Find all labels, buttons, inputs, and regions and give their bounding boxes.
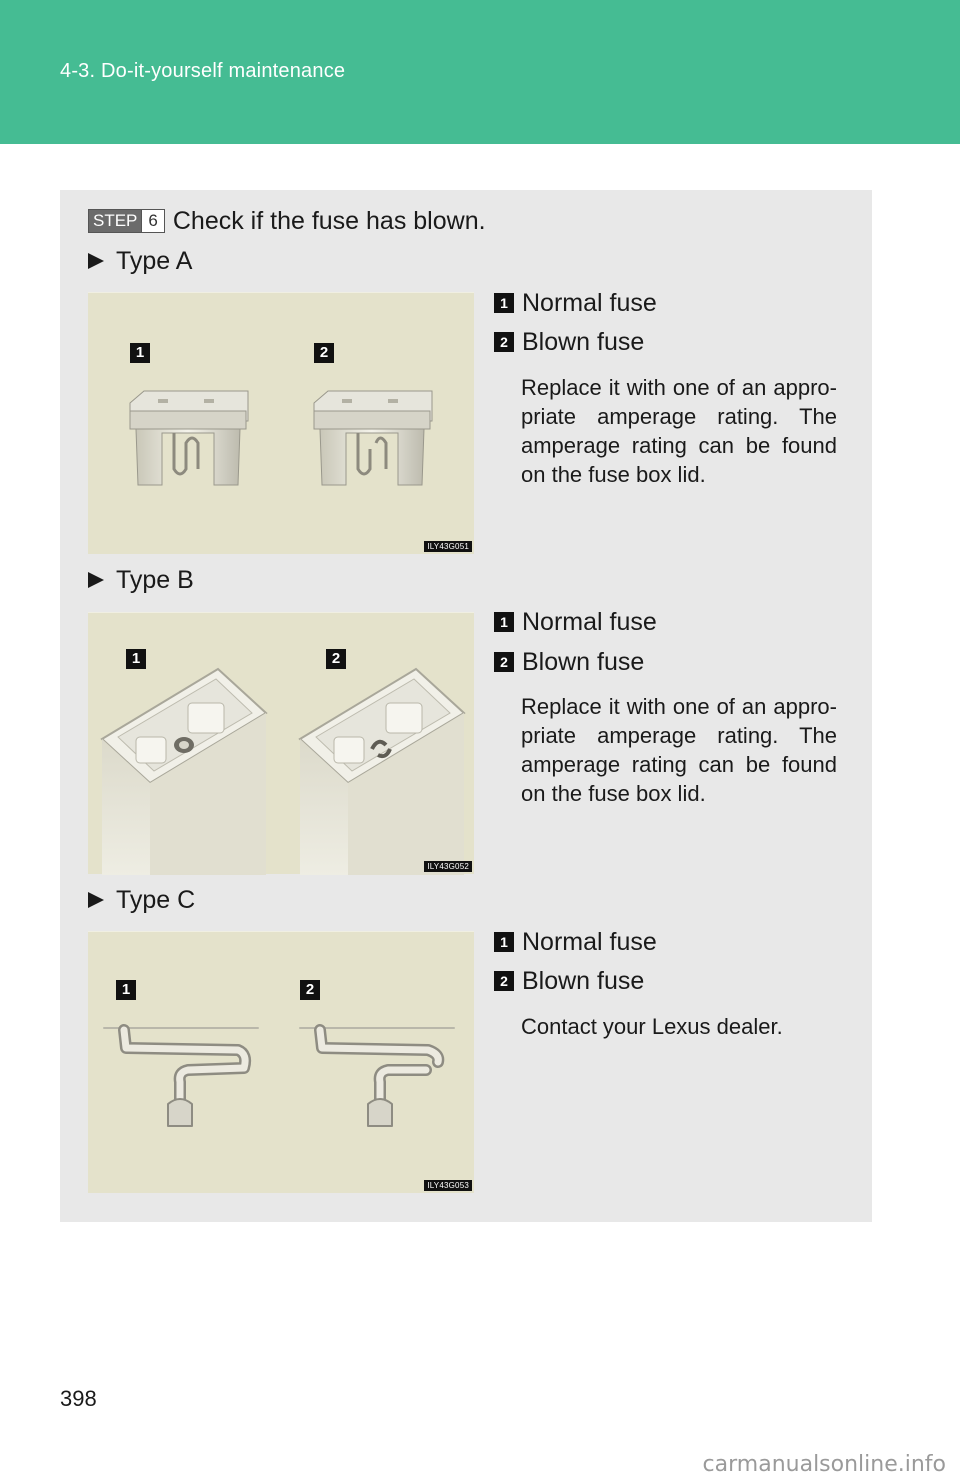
triangle-bullet-icon: [88, 572, 104, 588]
legend-blown-fuse: 2 Blown fuse: [494, 327, 644, 357]
type-a-figure: 1 2 ILY43G051: [88, 292, 474, 554]
type-a-heading: Type A: [88, 244, 192, 278]
legend-text: Normal fuse: [522, 288, 657, 317]
type-c-description: Contact your Lexus dealer.: [521, 1014, 783, 1039]
legend-blown-fuse: 2 Blown fuse: [494, 966, 644, 996]
figure-code: ILY43G052: [424, 861, 472, 872]
legend-number: 2: [494, 971, 514, 991]
cartridge-fuse-illustration: [100, 667, 466, 875]
step-heading: STEP 6 Check if the fuse has blown.: [88, 204, 486, 238]
normal-fuse-drawing: [129, 390, 249, 486]
legend-number: 1: [494, 932, 514, 952]
legend-number: 1: [494, 293, 514, 313]
watermark: carmanualsonline.info: [702, 1452, 946, 1477]
type-a-description: Replace it with one of an appro-priate a…: [521, 375, 837, 487]
legend-number: 2: [494, 652, 514, 672]
legend-text: Blown fuse: [522, 327, 645, 356]
type-b-heading: Type B: [88, 563, 194, 597]
legend-normal-fuse: 1 Normal fuse: [494, 288, 657, 318]
triangle-bullet-icon: [88, 253, 104, 269]
normal-fuse-drawing: [100, 667, 268, 875]
figure-code: ILY43G053: [424, 1180, 472, 1191]
legend-blown-fuse: 2 Blown fuse: [494, 647, 644, 677]
legend-text: Normal fuse: [522, 927, 657, 956]
section-title: 4-3. Do-it-yourself maintenance: [60, 60, 346, 82]
step-badge: STEP 6: [88, 209, 165, 233]
blown-fuse-drawing: [299, 1024, 455, 1127]
legend-text: Normal fuse: [522, 607, 657, 636]
blown-fuse-drawing: [298, 667, 466, 875]
type-c-heading: Type C: [88, 883, 195, 917]
type-c-figure: 1 2 ILY43G053: [88, 931, 474, 1193]
link-fuse-illustration: [103, 1024, 455, 1127]
legend-text: Blown fuse: [522, 966, 645, 995]
callout-2: 2: [300, 980, 320, 1000]
callout-1: 1: [130, 343, 150, 363]
figure-code: ILY43G051: [424, 541, 472, 552]
blown-fuse-drawing: [313, 390, 433, 486]
callout-2: 2: [326, 649, 346, 669]
legend-normal-fuse: 1 Normal fuse: [494, 927, 657, 957]
step-word: STEP: [89, 210, 142, 232]
callout-1: 1: [116, 980, 136, 1000]
type-b-figure: 1 2 ILY43G052: [88, 612, 474, 875]
step-number: 6: [141, 210, 164, 232]
callout-2: 2: [314, 343, 334, 363]
legend-normal-fuse: 1 Normal fuse: [494, 607, 657, 637]
type-label: Type A: [116, 246, 193, 275]
page-number: 398: [60, 1386, 97, 1411]
normal-fuse-drawing: [103, 1024, 259, 1127]
blade-fuse-illustration: [129, 390, 433, 486]
type-label: Type B: [116, 565, 194, 594]
legend-number: 2: [494, 332, 514, 352]
legend-text: Blown fuse: [522, 647, 645, 676]
step-text: Check if the fuse has blown.: [172, 206, 486, 235]
callout-1: 1: [126, 649, 146, 669]
type-b-description: Replace it with one of an appro-priate a…: [521, 694, 837, 806]
legend-number: 1: [494, 612, 514, 632]
triangle-bullet-icon: [88, 892, 104, 908]
type-label: Type C: [116, 885, 196, 914]
header-band: [0, 0, 960, 144]
